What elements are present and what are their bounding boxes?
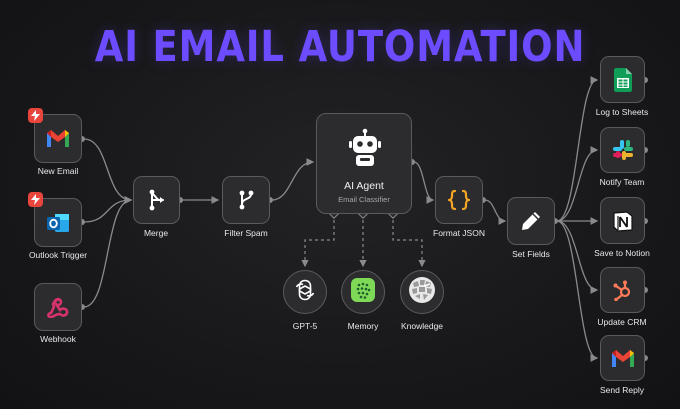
curly-braces-icon	[436, 177, 482, 223]
node-log-sheets[interactable]	[600, 56, 645, 103]
node-label: GPT-5	[292, 321, 318, 331]
node-label: New Email	[37, 166, 79, 176]
node-label: Update CRM	[597, 317, 647, 327]
wire-format-set	[484, 199, 507, 225]
gmail-icon	[601, 336, 644, 380]
node-filter-spam[interactable]	[222, 176, 270, 224]
memory-chip-icon	[349, 276, 377, 308]
node-label: Merge	[143, 228, 169, 238]
gmail-icon	[35, 115, 81, 162]
node-label: Filter Spam	[224, 228, 268, 238]
wire-set-sheets	[556, 76, 599, 222]
node-set-fields[interactable]	[507, 197, 555, 245]
wire-set-slack	[556, 146, 599, 222]
node-label: Memory	[347, 321, 379, 331]
node-new-email[interactable]	[34, 114, 82, 163]
node-memory[interactable]	[341, 270, 385, 314]
agent-subtitle: Email Classifier	[338, 195, 390, 204]
wire-new-email-merge	[83, 138, 133, 204]
merge-icon	[134, 177, 179, 223]
slack-icon	[601, 128, 644, 172]
node-label: Set Fields	[512, 249, 550, 259]
node-merge[interactable]	[133, 176, 180, 224]
wire-set-reply	[556, 220, 599, 362]
trigger-bolt-icon	[28, 192, 43, 207]
filter-branch-icon	[223, 177, 269, 223]
node-label: Outlook Trigger	[28, 250, 88, 260]
wire-agent-knowledge	[392, 214, 426, 268]
page-title: AI EMAIL AUTOMATION	[94, 22, 586, 72]
wikipedia-icon	[407, 275, 437, 309]
node-send-reply[interactable]	[600, 335, 645, 381]
node-outlook-trigger[interactable]	[34, 198, 82, 247]
node-label: Log to Sheets	[595, 107, 649, 117]
node-ai-agent[interactable]: AI Agent Email Classifier	[316, 113, 412, 214]
node-label: Webhook	[40, 334, 76, 344]
openai-icon	[293, 278, 317, 306]
wire-set-hubspot	[556, 220, 599, 294]
pencil-icon	[508, 198, 554, 244]
outlook-icon	[35, 199, 81, 246]
node-label: Save to Notion	[594, 248, 650, 258]
agent-title: AI Agent	[344, 180, 384, 192]
node-knowledge[interactable]	[400, 270, 444, 314]
node-webhook[interactable]	[34, 283, 82, 331]
node-notify-team[interactable]	[600, 127, 645, 173]
node-update-crm[interactable]	[600, 267, 645, 313]
node-label: Knowledge	[400, 321, 444, 331]
node-label: Notify Team	[599, 177, 645, 187]
wire-filter-agent	[271, 158, 315, 201]
node-gpt5[interactable]	[283, 270, 327, 314]
notion-icon	[601, 198, 644, 243]
robot-icon	[347, 128, 383, 166]
hubspot-icon	[601, 268, 644, 312]
node-label: Format JSON	[433, 228, 485, 238]
node-label: Send Reply	[600, 385, 644, 395]
wire-agent-gpt	[301, 214, 335, 268]
wire-webhook-merge	[83, 196, 133, 308]
webhook-icon	[35, 284, 81, 330]
node-save-notion[interactable]	[600, 197, 645, 244]
node-format-json[interactable]	[435, 176, 483, 224]
google-sheets-icon	[601, 57, 644, 102]
wire-agent-format	[413, 161, 435, 204]
trigger-bolt-icon	[28, 108, 43, 123]
